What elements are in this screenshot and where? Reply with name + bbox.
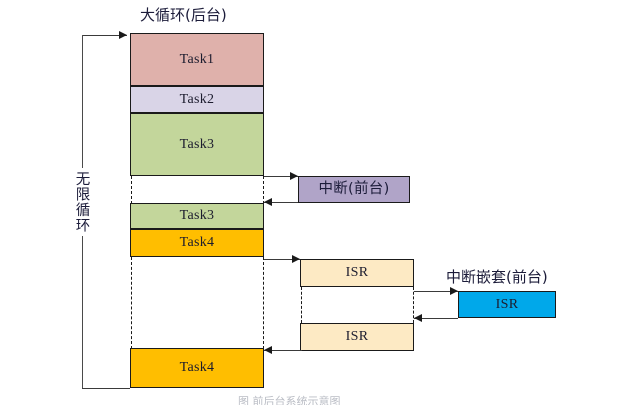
- stack-gap-dashed-left-upper: [131, 176, 132, 204]
- interrupt-return-line: [264, 202, 298, 203]
- interrupt-block: 中断(前台): [298, 176, 410, 203]
- footer-caption: 图 前后台系统示意图: [238, 395, 341, 405]
- isr-block-resumed: ISR: [300, 323, 414, 351]
- isr-return-arrowhead: [264, 345, 272, 354]
- isr-enter-arrowhead: [292, 254, 300, 263]
- task-block-task4-first: Task4: [130, 229, 264, 257]
- loop-bracket-bottom-line: [82, 388, 130, 389]
- isr-enter-line: [264, 259, 300, 260]
- nested-interrupt-label: 中断嵌套(前台): [446, 268, 548, 286]
- interrupt-enter-arrowhead: [290, 171, 298, 180]
- loop-bracket-arrowhead: [119, 30, 127, 39]
- nested-isr-block: ISR: [458, 291, 556, 318]
- nested-isr-enter-line: [414, 291, 458, 292]
- stack-gap-dashed-left-lower: [131, 257, 132, 349]
- nested-isr-return-line: [414, 318, 458, 319]
- isr-gap-dashed-right: [412, 287, 414, 323]
- stack-gap-dashed-right-lower: [262, 257, 264, 349]
- task-block-task2: Task2: [130, 86, 264, 113]
- interrupt-return-arrowhead: [264, 197, 272, 206]
- interrupt-enter-line: [264, 176, 298, 177]
- task-block-task3-resumed: Task3: [130, 203, 264, 229]
- isr-return-line: [264, 350, 302, 351]
- loop-bracket-top-line: [82, 35, 127, 36]
- task-block-task1: Task1: [130, 33, 264, 86]
- diagram-title: 大循环(后台): [140, 6, 227, 24]
- isr-block-first: ISR: [300, 259, 414, 287]
- task-block-task3-first: Task3: [130, 113, 264, 176]
- nested-isr-return-arrowhead: [414, 313, 422, 322]
- task-block-task4-resumed: Task4: [130, 348, 264, 388]
- infinite-loop-label: 无限循环: [74, 168, 90, 236]
- nested-isr-enter-arrowhead: [450, 286, 458, 295]
- isr-gap-dashed-left: [301, 287, 302, 323]
- stack-gap-dashed-right-upper: [262, 176, 264, 204]
